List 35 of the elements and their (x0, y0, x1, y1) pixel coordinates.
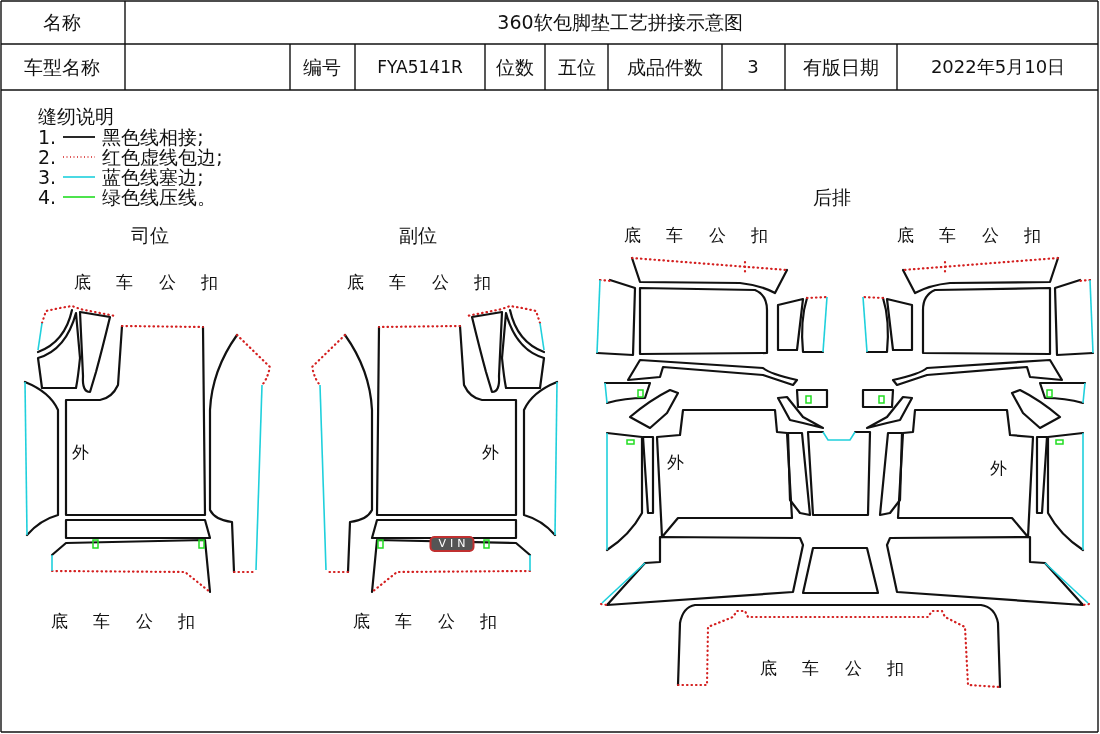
side-note: 底 车 公 扣 (352, 611, 498, 631)
legend-text: 黑色线相接; (102, 127, 204, 147)
field-value: 五位 (558, 56, 596, 78)
side-note: 底 车 公 扣 (623, 225, 769, 245)
side-marker: 外 (666, 452, 684, 472)
section-title: 司位 (131, 224, 169, 246)
legend-number: 1. (38, 127, 57, 147)
legend-text: 蓝色线塞边; (102, 167, 204, 187)
side-note: 底 车 公 扣 (50, 611, 196, 631)
side-marker: 外 (989, 458, 1007, 478)
side-note: 底 车 公 扣 (759, 658, 905, 678)
vin-plate: VIN (429, 535, 475, 553)
legend-title: 缝纫说明 (38, 105, 114, 127)
section-title: 副位 (399, 224, 437, 246)
side-note: 底 车 公 扣 (346, 272, 492, 292)
legend-number: 3. (38, 167, 57, 187)
legend-number: 2. (38, 147, 57, 167)
side-note: 底 车 公 扣 (896, 225, 1042, 245)
legend-number: 4. (38, 187, 57, 207)
legend-text: 红色虚线包边; (102, 147, 223, 167)
title-text: 360软包脚垫工艺拼接示意图 (497, 11, 743, 33)
field-value: 3 (747, 57, 759, 77)
header-label: 车型名称 (24, 56, 100, 78)
header-label: 编号 (303, 56, 341, 78)
field-value: 2022年5月10日 (930, 57, 1066, 77)
side-marker: 外 (481, 442, 499, 462)
header-label: 名称 (43, 11, 81, 33)
header-label: 有版日期 (803, 56, 879, 78)
header-label: 成品件数 (627, 56, 703, 78)
legend-text: 绿色线压线。 (102, 187, 217, 207)
field-value: FYA5141R (377, 57, 463, 77)
side-marker: 外 (71, 442, 89, 462)
section-title: 后排 (813, 186, 851, 208)
header-label: 位数 (496, 56, 534, 78)
side-note: 底 车 公 扣 (73, 272, 219, 292)
